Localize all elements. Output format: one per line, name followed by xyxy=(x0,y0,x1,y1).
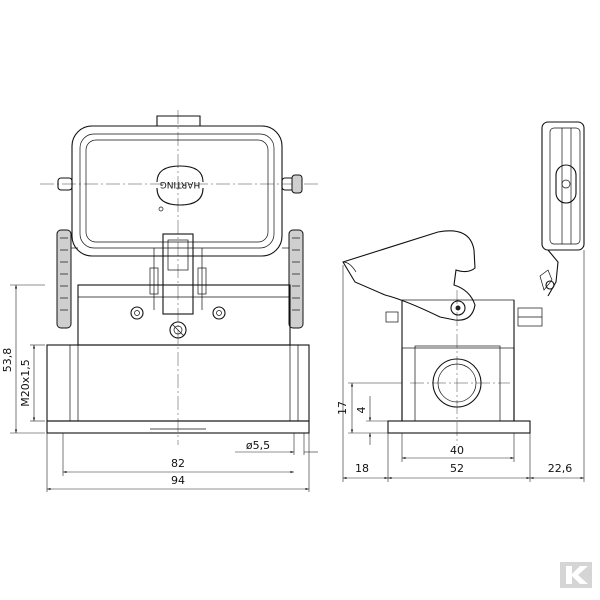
side-lever xyxy=(342,230,476,321)
dim-side-4: 4 xyxy=(355,407,368,414)
dim-thread: M20x1,5 xyxy=(19,359,32,407)
dim-mount-spacing: 82 xyxy=(171,457,185,470)
side-dimensions: 17 4 40 18 52 22,6 xyxy=(336,250,585,482)
dim-side-18: 18 xyxy=(355,462,369,475)
hood-cover: HARTING xyxy=(57,115,303,257)
center-lock xyxy=(149,233,207,339)
dim-width-total: 94 xyxy=(171,474,185,487)
harting-logo: HARTING xyxy=(156,165,204,206)
dim-side-40: 40 xyxy=(450,444,464,457)
watermark-logo xyxy=(560,562,592,588)
dim-side-22-6: 22,6 xyxy=(548,462,573,475)
housing-body xyxy=(46,284,310,434)
dim-hole: ø5,5 xyxy=(246,439,270,452)
dim-side-52: 52 xyxy=(450,462,464,475)
brand-label: HARTING xyxy=(160,179,200,189)
front-dimensions: 53,8 M20x1,5 ø5,5 82 94 xyxy=(1,284,318,492)
locking-levers xyxy=(56,229,304,329)
dim-side-17: 17 xyxy=(336,401,349,415)
side-view: 17 4 40 18 52 22,6 xyxy=(336,121,585,482)
side-housing xyxy=(385,299,543,434)
side-cover-open xyxy=(539,121,585,297)
front-view: HARTING xyxy=(1,110,318,492)
dim-height-total: 53,8 xyxy=(1,348,14,373)
